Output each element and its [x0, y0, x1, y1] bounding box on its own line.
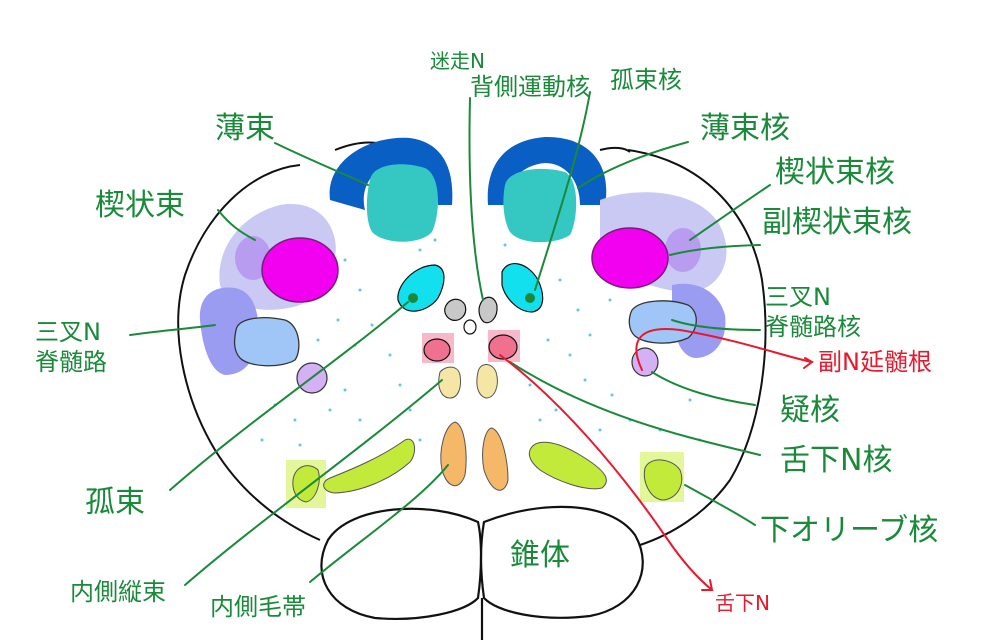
label-vagus-n: 迷走N — [430, 49, 485, 73]
spinal-trigeminal-nucleus-right — [628, 300, 697, 344]
spinal-trigeminal-nucleus-left — [233, 317, 300, 367]
label-hypoglossal-nucleus: 舌下N核 — [780, 443, 892, 478]
cuneate-nucleus-left — [261, 237, 339, 303]
medial-lemniscus-left — [440, 421, 467, 487]
label-cuneate-fasciculus: 楔状束 — [95, 188, 185, 223]
label-spinal-trigeminal-tract-2: 脊髄路 — [35, 348, 107, 376]
medulla-outline — [177, 141, 767, 546]
red-lines — [499, 328, 814, 591]
label-nucleus-ambiguus: 疑核 — [780, 393, 840, 428]
mlf-left — [438, 366, 461, 399]
solitary-nucleus-dot-right — [525, 293, 535, 303]
cuneate-nucleus-right — [591, 227, 669, 289]
label-hypoglossal-nerve: 舌下N — [715, 591, 770, 615]
label-inferior-olive: 下オリーブ核 — [760, 513, 938, 548]
dorsal-vagal-left — [444, 298, 467, 321]
fasciculus-gracilis-left — [329, 137, 453, 210]
label-spinal-trigeminal-nucleus-2: 脊髄路核 — [765, 313, 861, 341]
label-spinal-trigeminal-tract-1: 三叉N — [35, 318, 101, 346]
pyramid — [320, 505, 644, 640]
label-medial-lemniscus: 内側毛帯 — [210, 593, 306, 621]
label-accessory-cuneate-nucleus: 副楔状束核 — [762, 205, 912, 240]
label-dorsal-motor-nucleus: 背側運動核 — [470, 73, 590, 101]
label-gracile-nucleus: 薄束核 — [700, 111, 790, 146]
label-solitary-nucleus: 孤束核 — [610, 66, 682, 94]
inferior-olive-right — [528, 441, 607, 490]
mlf-right — [476, 364, 498, 399]
inferior-olive-left — [323, 438, 416, 494]
gracile-nucleus-left — [366, 164, 438, 242]
label-cuneate-nucleus: 楔状束核 — [775, 155, 895, 190]
inferior-olive-small-right — [643, 459, 683, 501]
pyramid-label: 錐体 — [510, 538, 570, 573]
hypoglossal-nucleus-right — [488, 334, 518, 360]
central-canal — [463, 319, 477, 335]
hypoglossal-nucleus-left — [423, 338, 451, 362]
nucleus-ambiguus-right — [631, 347, 659, 377]
medial-lemniscus-right — [482, 427, 509, 491]
solitary-nucleus-dot-left — [408, 293, 418, 303]
dorsal-vagal-right — [478, 296, 498, 324]
gracile-nucleus-right — [503, 168, 577, 243]
label-medial-longitudinal-fasciculus: 内側縦束 — [70, 578, 166, 606]
label-fasciculus-gracilis: 薄束 — [215, 111, 275, 146]
label-accessory-nerve-root: 副N延髄根 — [818, 348, 932, 376]
leader-lines — [129, 91, 771, 586]
label-solitary-tract: 孤束 — [85, 485, 145, 520]
label-spinal-trigeminal-nucleus-1: 三叉N — [765, 283, 831, 311]
